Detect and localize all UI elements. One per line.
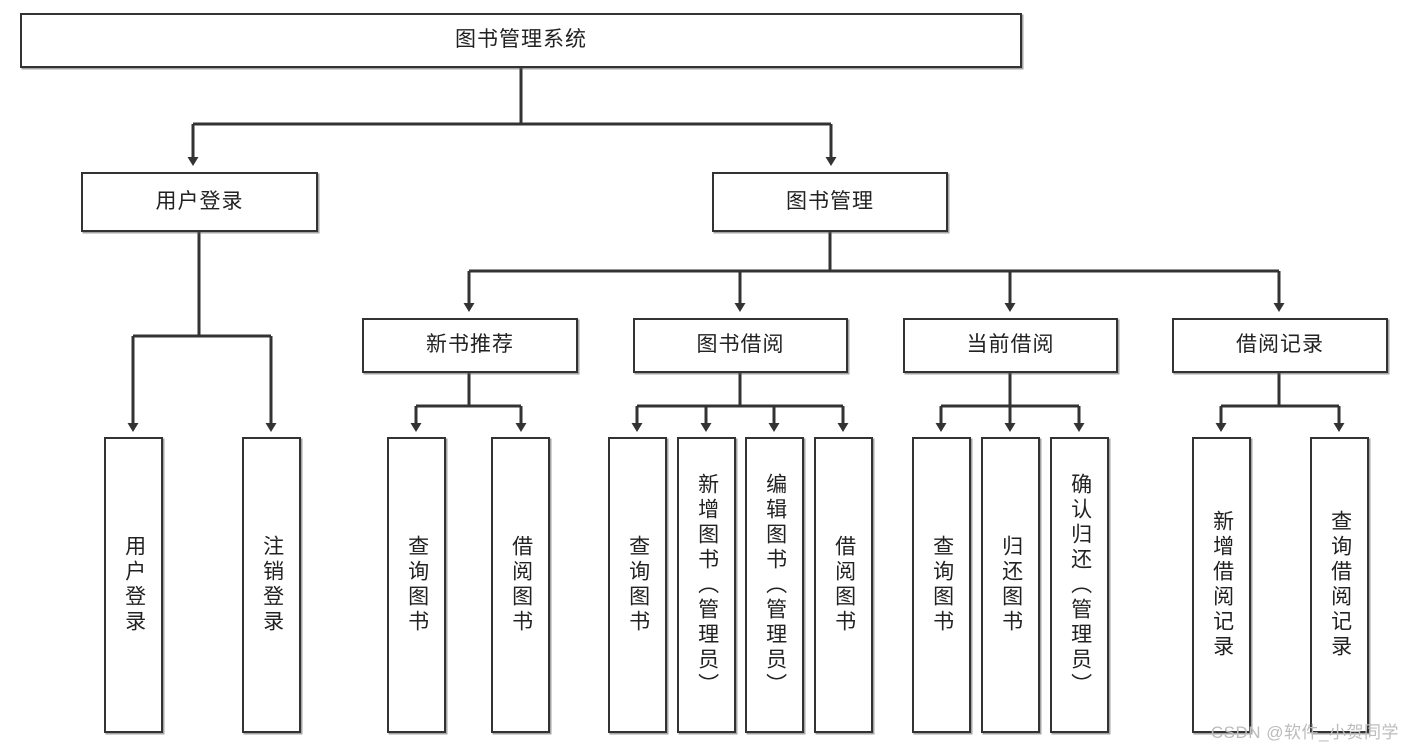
leaf-recommend-query-book-label: 查询图书 — [405, 535, 429, 635]
leaf-borrow-add-book-label: 新增图书（管理员） — [695, 472, 719, 698]
leaf-user-login-signin-label: 用户登录 — [122, 535, 146, 635]
leaf-borrow-query-book[interactable]: 查询图书 — [608, 437, 667, 733]
leaf-current-confirm-return-label: 确认归还（管理员） — [1068, 472, 1092, 698]
node-current-borrow-label: 当前借阅 — [966, 333, 1055, 357]
node-book-borrow[interactable]: 图书借阅 — [633, 318, 848, 373]
node-root-label: 图书管理系统 — [455, 28, 587, 52]
leaf-user-login-signout-label: 注销登录 — [260, 535, 284, 635]
leaf-user-login-signout[interactable]: 注销登录 — [242, 437, 301, 733]
leaf-current-query-book[interactable]: 查询图书 — [912, 437, 971, 733]
node-new-book-recommend-label: 新书推荐 — [426, 333, 514, 357]
leaf-record-add-record-label: 新增借阅记录 — [1210, 510, 1234, 660]
leaf-user-login-signin[interactable]: 用户登录 — [104, 437, 163, 733]
leaf-record-query-record[interactable]: 查询借阅记录 — [1310, 437, 1369, 733]
leaf-recommend-query-book[interactable]: 查询图书 — [387, 437, 446, 733]
node-book-borrow-label: 图书借阅 — [696, 333, 785, 357]
leaf-current-confirm-return[interactable]: 确认归还（管理员） — [1050, 437, 1109, 733]
node-new-book-recommend[interactable]: 新书推荐 — [362, 318, 578, 373]
node-borrow-record-label: 借阅记录 — [1236, 333, 1324, 357]
leaf-borrow-edit-book-label: 编辑图书（管理员） — [763, 472, 787, 698]
leaf-record-query-record-label: 查询借阅记录 — [1328, 510, 1352, 660]
leaf-current-return-book-label: 归还图书 — [999, 535, 1023, 635]
node-user-login-label: 用户登录 — [155, 189, 244, 213]
leaf-recommend-borrow-book[interactable]: 借阅图书 — [491, 437, 550, 733]
leaf-borrow-borrow-book-label: 借阅图书 — [832, 535, 856, 635]
node-book-management[interactable]: 图书管理 — [712, 172, 948, 232]
leaf-borrow-add-book[interactable]: 新增图书（管理员） — [677, 437, 736, 733]
leaf-record-add-record[interactable]: 新增借阅记录 — [1192, 437, 1251, 733]
leaf-borrow-query-book-label: 查询图书 — [626, 535, 650, 635]
node-borrow-record[interactable]: 借阅记录 — [1172, 318, 1388, 373]
node-book-management-label: 图书管理 — [786, 189, 874, 213]
node-root[interactable]: 图书管理系统 — [20, 13, 1022, 68]
leaf-current-query-book-label: 查询图书 — [930, 535, 954, 635]
leaf-recommend-borrow-book-label: 借阅图书 — [509, 535, 533, 635]
leaf-borrow-borrow-book[interactable]: 借阅图书 — [814, 437, 873, 733]
node-user-login[interactable]: 用户登录 — [81, 172, 318, 232]
node-current-borrow[interactable]: 当前借阅 — [903, 318, 1118, 373]
leaf-borrow-edit-book[interactable]: 编辑图书（管理员） — [745, 437, 804, 733]
leaf-current-return-book[interactable]: 归还图书 — [981, 437, 1040, 733]
